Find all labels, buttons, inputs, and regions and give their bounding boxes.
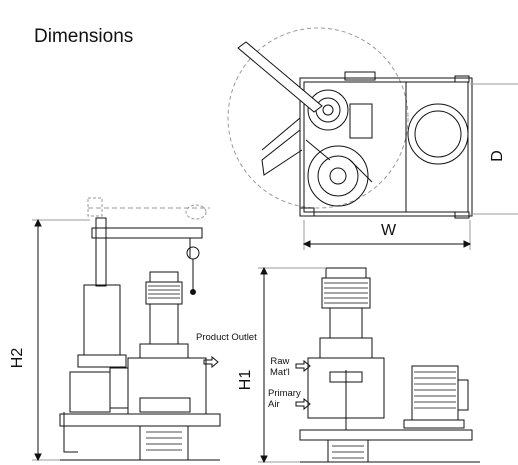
depth-dimension [470, 83, 518, 215]
width-dimension [302, 220, 472, 250]
width-label: W [381, 222, 397, 239]
primary-air-label: Primary Air [268, 388, 301, 410]
motor-bay [405, 81, 469, 213]
housing-outline [299, 77, 473, 217]
height-2-dimension [32, 218, 90, 462]
height-1-label: H1 [237, 369, 255, 391]
primary-air-line-1: Primary [268, 388, 301, 399]
raw-material-label: Raw Mat'l [270, 356, 290, 378]
lid-swing-circle [227, 27, 409, 209]
right-elevation [295, 267, 480, 463]
raw-material-line-2: Mat'l [270, 367, 290, 378]
primary-air-line-2: Air [268, 399, 280, 410]
depth-label: D [488, 150, 506, 162]
left-elevation [59, 197, 221, 461]
product-outlet-label: Product Outlet [196, 332, 257, 343]
top-view [227, 27, 473, 219]
height-2-label: H2 [9, 347, 27, 369]
raw-material-line-1: Raw [270, 356, 290, 367]
height-1-dimension [258, 266, 326, 464]
page-title: Dimensions [34, 26, 134, 47]
